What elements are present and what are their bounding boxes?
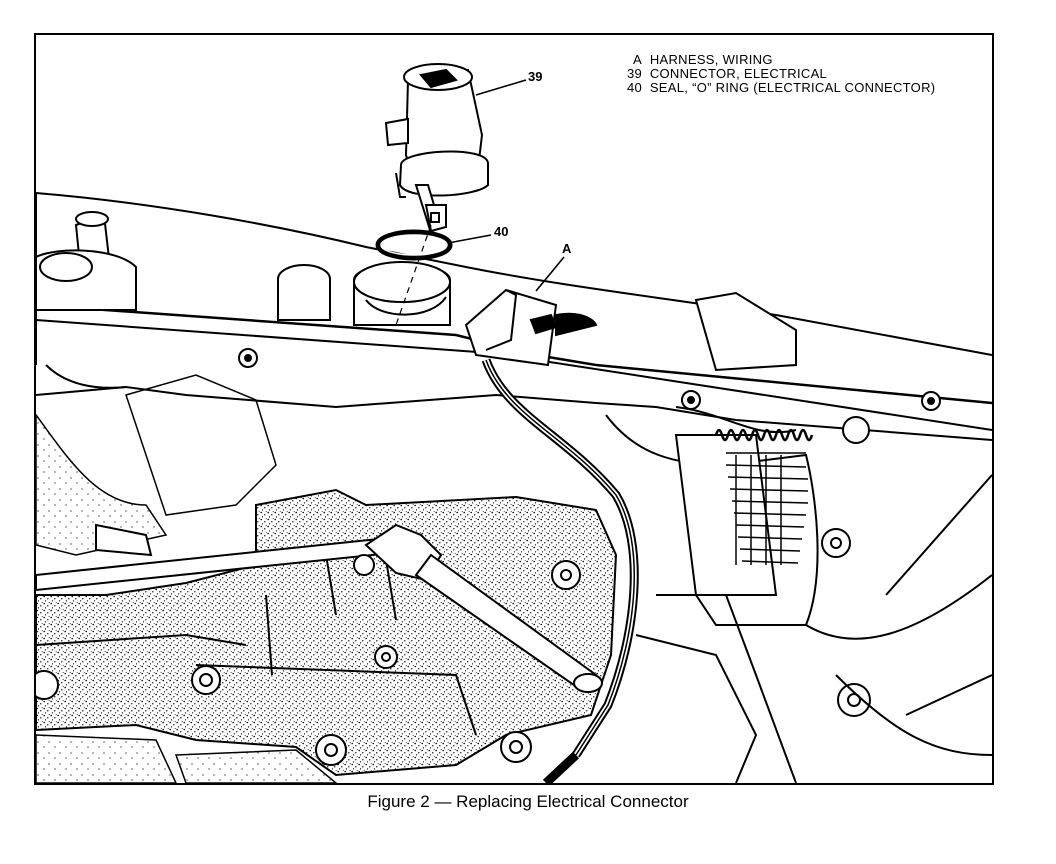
electrical-connector-39 xyxy=(384,63,489,233)
legend-text: HARNESS, WIRING xyxy=(649,52,773,67)
legend-item: A HARNESS, WIRING xyxy=(622,53,773,67)
legend-item: 40 SEAL, “O” RING (ELECTRICAL CONNECTOR) xyxy=(622,81,935,95)
harness-plug-a xyxy=(464,288,598,367)
legend-key: 39 xyxy=(626,66,642,81)
lower-castings xyxy=(36,374,338,783)
figure-caption: Figure 2 — Replacing Electrical Connecto… xyxy=(367,792,689,811)
spring-coil xyxy=(714,428,814,442)
legend-text: CONNECTOR, ELECTRICAL xyxy=(649,66,828,81)
case-bosses xyxy=(36,211,797,372)
callout-40: 40 xyxy=(494,224,509,239)
legend-key: 40 xyxy=(626,80,642,95)
valve-body-bolts xyxy=(36,416,871,766)
assembly-line xyxy=(395,224,432,326)
transmission-illustration xyxy=(36,63,992,783)
callout-39: 39 xyxy=(528,69,543,84)
detent-plates xyxy=(725,452,809,565)
linkage-rods xyxy=(36,523,603,693)
legend-text: SEAL, “O” RING (ELECTRICAL CONNECTOR) xyxy=(649,80,936,95)
leader-lines xyxy=(447,79,565,292)
legend-key: A xyxy=(633,52,642,67)
wiring-harness xyxy=(481,358,639,783)
right-housing xyxy=(605,414,992,783)
rail-bolts xyxy=(238,348,941,411)
figure-frame: 39 40 A A HARNESS, WIRING 39 CONNECTOR, … xyxy=(34,33,994,785)
o-ring-seal-40 xyxy=(375,229,453,261)
valve-body xyxy=(36,488,618,777)
legend-item: 39 CONNECTOR, ELECTRICAL xyxy=(622,67,827,81)
callout-a: A xyxy=(562,241,572,256)
